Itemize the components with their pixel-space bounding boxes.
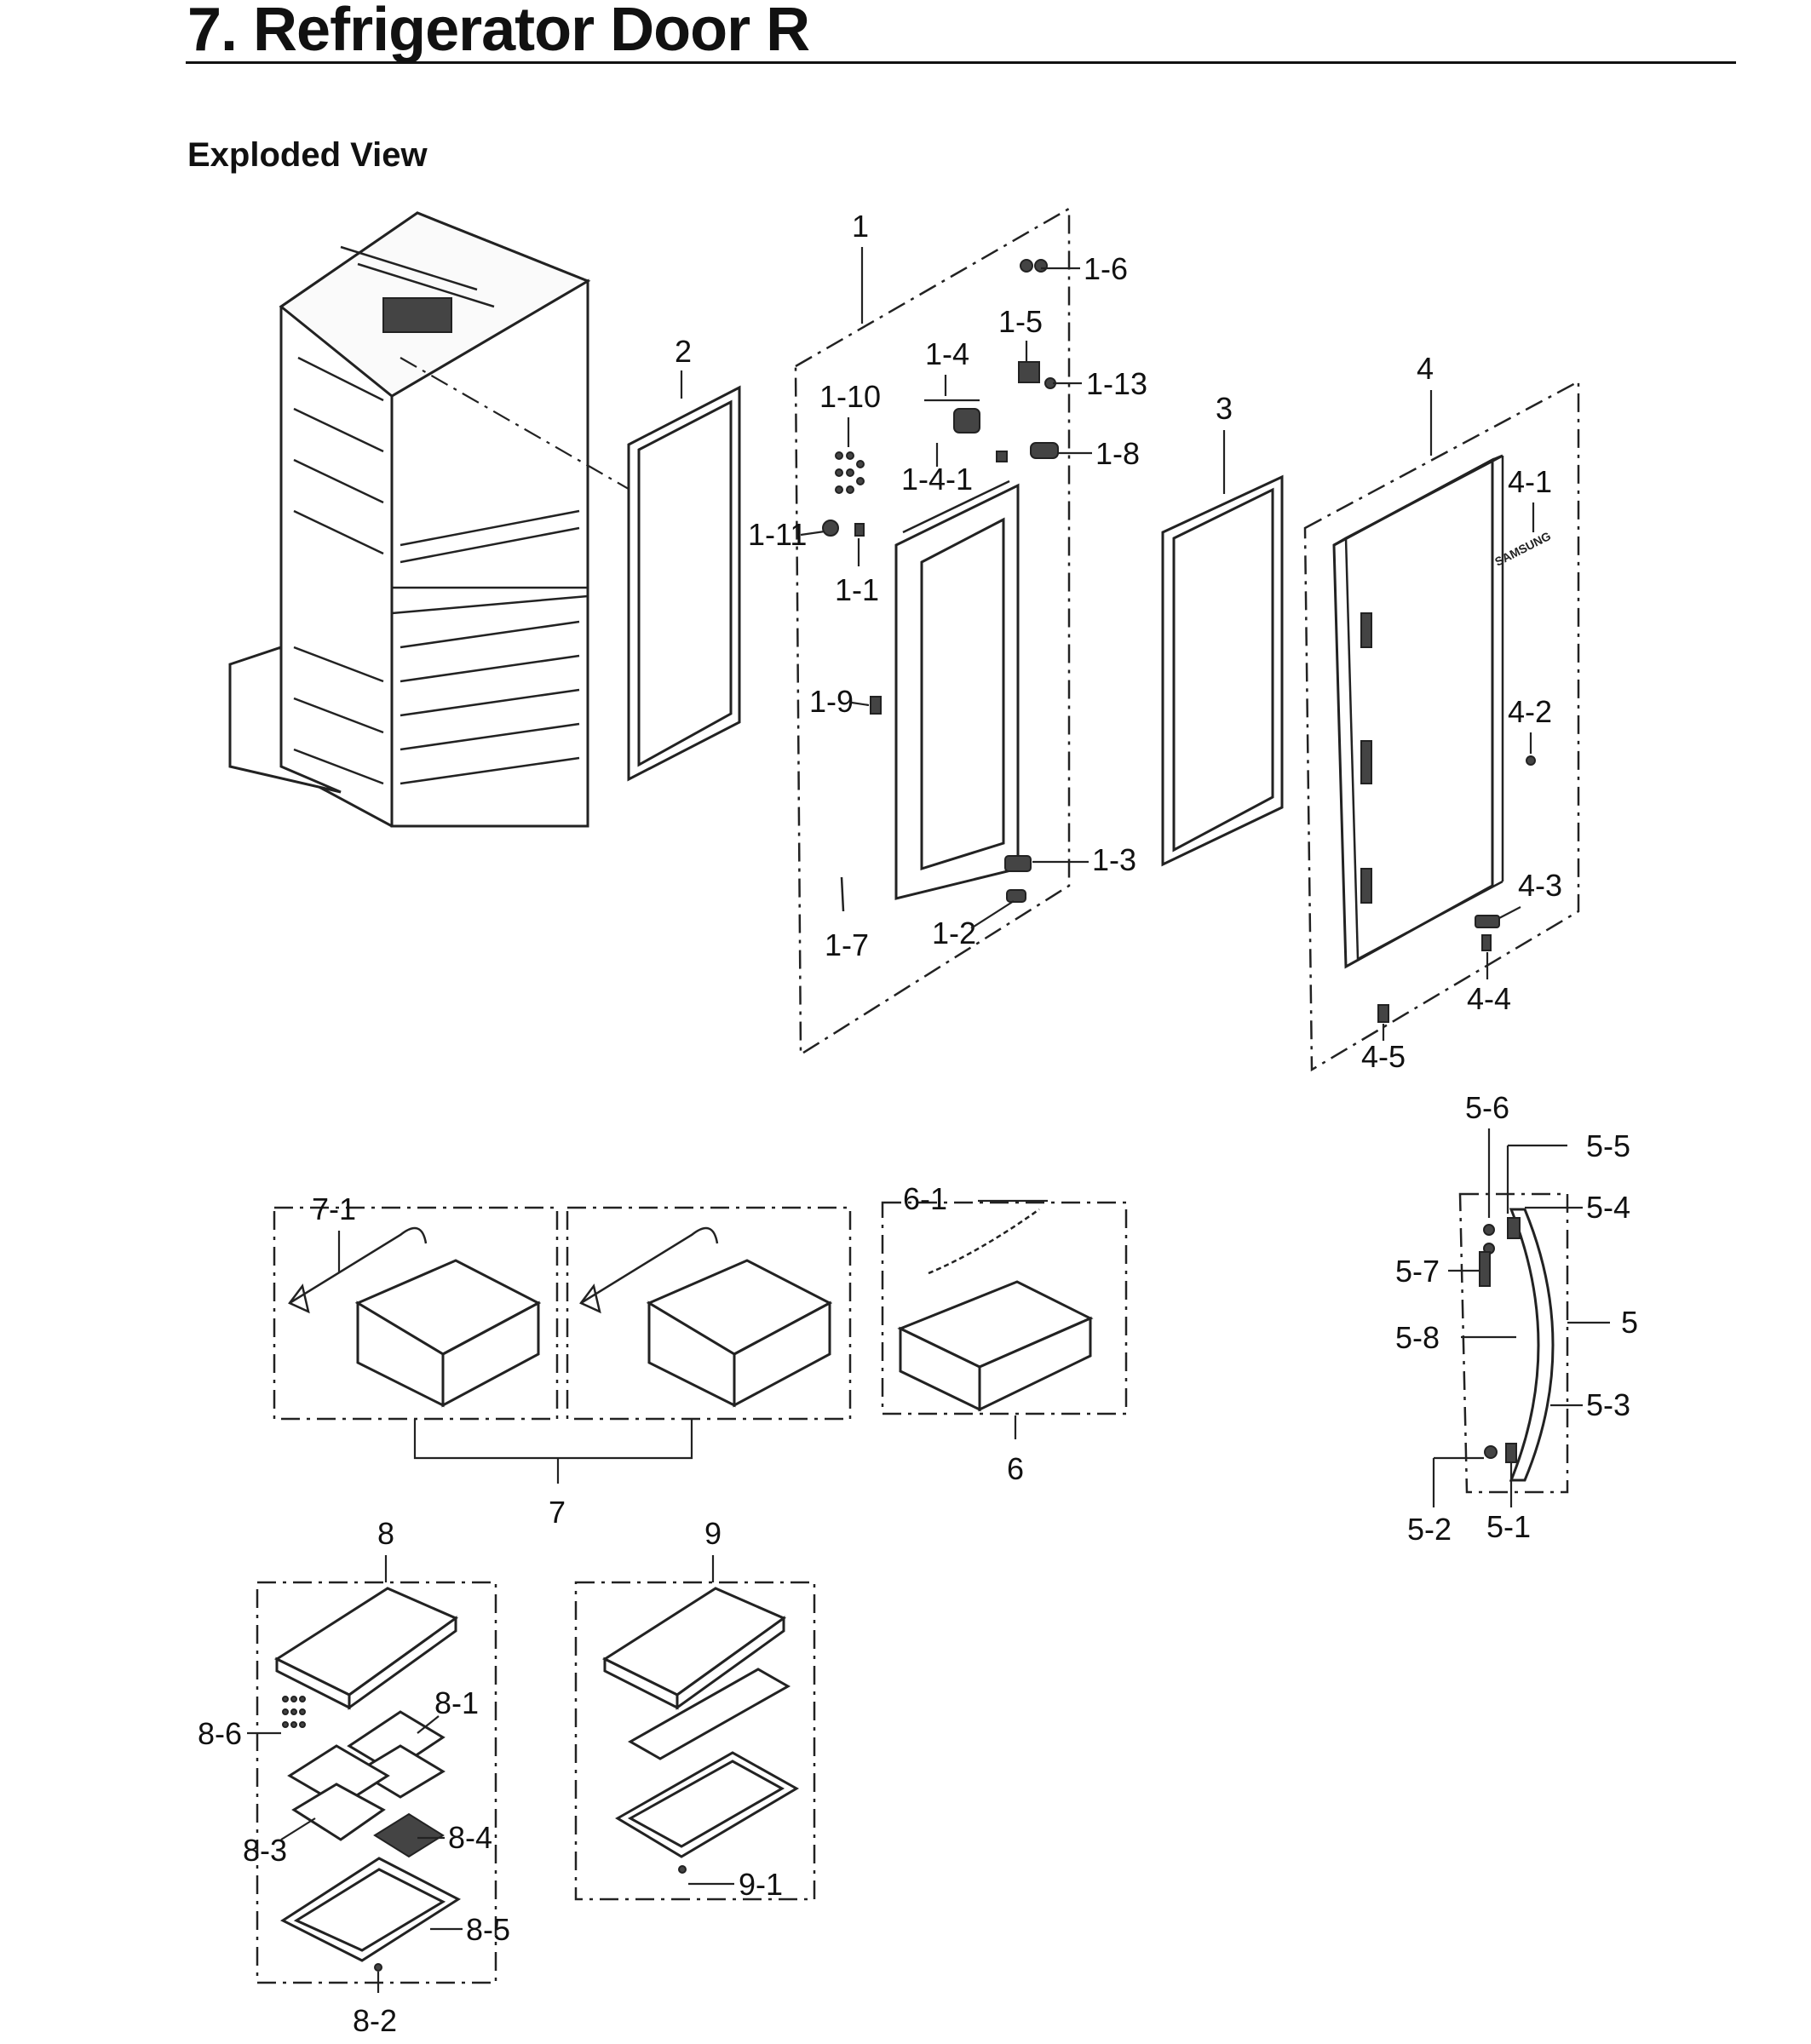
part-7-bin-left [288,1226,542,1408]
small-parts-1 [822,259,1059,912]
label-4-3: 4-3 [1518,868,1562,903]
assembly-6-boundary [881,1201,1128,1415]
refrigerator-cabinet [228,211,742,828]
part-3-gasket [1161,474,1284,867]
part-9-components [601,1587,800,1874]
label-4-2: 4-2 [1508,694,1552,729]
label-8-5: 8-5 [466,1912,510,1947]
part-5-handle [1479,1208,1555,1482]
label-5: 5 [1621,1305,1638,1340]
assembly-5-boundary [1458,1192,1569,1494]
label-9: 9 [704,1516,722,1551]
label-7-1: 7-1 [312,1191,356,1226]
label-7: 7 [549,1495,566,1530]
label-1-8: 1-8 [1095,436,1140,471]
label-5-2: 5-2 [1407,1512,1452,1547]
section-subtitle: Exploded View [187,136,428,174]
part-1-door-liner [894,479,1020,900]
label-1-9: 1-9 [809,684,854,719]
label-4-1: 4-1 [1508,464,1552,499]
label-5-6: 5-6 [1465,1090,1509,1125]
label-5-5: 5-5 [1586,1128,1630,1163]
label-3: 3 [1216,391,1233,426]
assembly-1-boundary [794,206,1071,1057]
part-8-components [273,1587,462,1972]
assembly-7-right-boundary [566,1206,852,1421]
label-5-3: 5-3 [1586,1387,1630,1422]
page-title: 7. Refrigerator Door R [187,0,810,64]
label-5-8: 5-8 [1395,1320,1440,1355]
assembly-4-boundary [1303,379,1580,1072]
label-5-7: 5-7 [1395,1254,1440,1289]
label-1-11: 1-11 [748,517,807,552]
label-6: 6 [1007,1451,1024,1486]
label-1-10: 1-10 [819,379,881,414]
label-8: 8 [377,1516,394,1551]
label-6-1: 6-1 [903,1181,947,1216]
label-1-13: 1-13 [1086,366,1147,401]
label-1: 1 [852,209,869,244]
label-1-7: 1-7 [825,927,869,962]
part-4-door [1332,454,1504,969]
part-6-shelf [897,1208,1094,1412]
label-1-5: 1-5 [998,304,1043,339]
label-1-3: 1-3 [1092,842,1136,877]
label-4-5: 4-5 [1361,1039,1406,1074]
label-9-1: 9-1 [739,1867,783,1902]
assembly-8-boundary [256,1581,497,1984]
label-8-1: 8-1 [434,1685,479,1720]
label-1-2: 1-2 [932,916,976,950]
part-7-bin-right [579,1226,833,1408]
label-1-4: 1-4 [925,336,969,371]
label-4-4: 4-4 [1467,981,1511,1016]
part-2-gasket [627,385,741,782]
assembly-9-boundary [574,1581,816,1901]
label-5-4: 5-4 [1586,1190,1630,1225]
label-1-6: 1-6 [1084,251,1128,286]
label-8-3: 8-3 [243,1833,287,1868]
title-rule [186,61,1736,64]
label-2: 2 [675,334,692,369]
label-8-4: 8-4 [448,1820,492,1855]
label-8-2: 8-2 [353,2003,397,2038]
label-1-1: 1-1 [835,572,879,607]
label-1-4-1: 1-4-1 [901,462,973,497]
label-5-1: 5-1 [1486,1509,1531,1544]
label-4: 4 [1417,351,1434,386]
label-8-6: 8-6 [198,1716,242,1751]
